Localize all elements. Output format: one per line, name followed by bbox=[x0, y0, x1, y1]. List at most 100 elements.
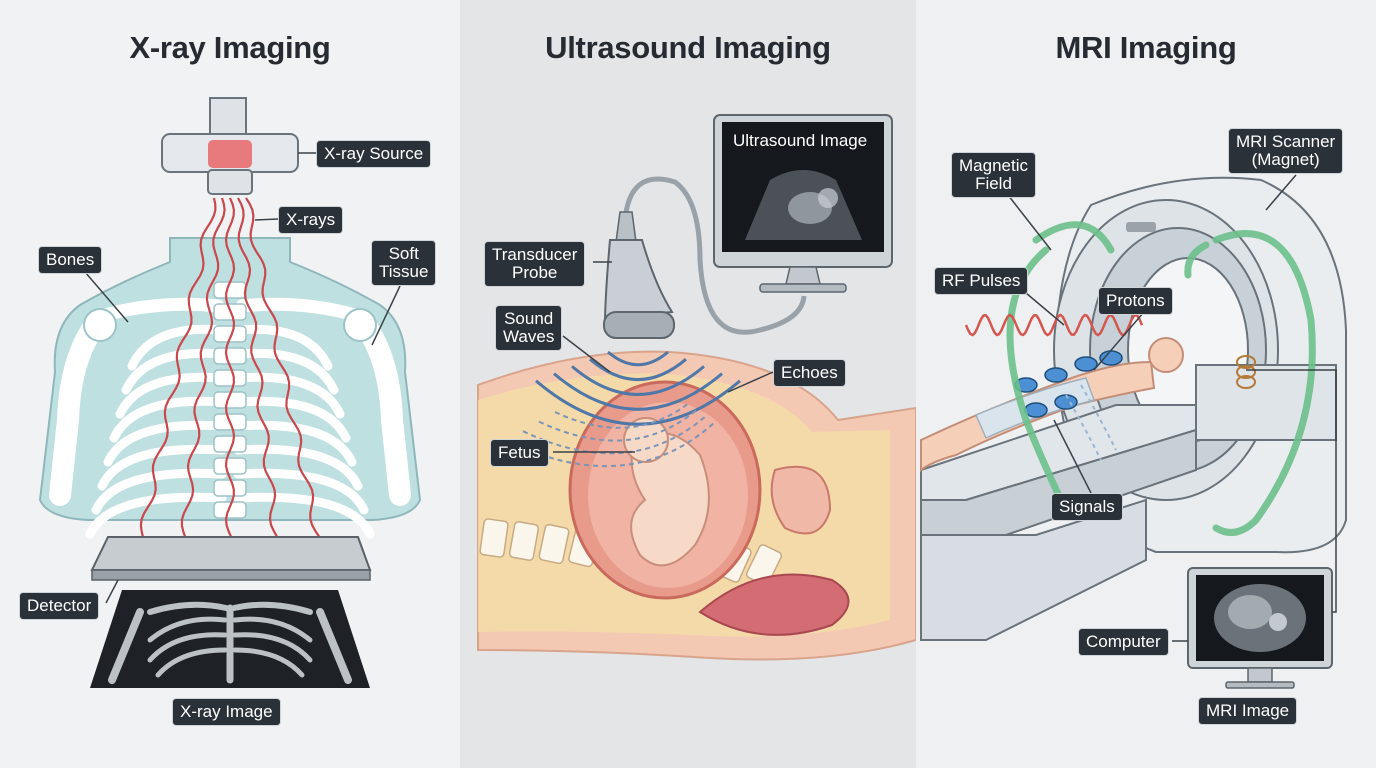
mri-rf-coil bbox=[1236, 355, 1256, 389]
xray-beam bbox=[237, 197, 283, 556]
vertebra bbox=[213, 347, 247, 365]
xray-beam bbox=[180, 197, 226, 556]
spine bbox=[213, 281, 247, 519]
rib-left bbox=[121, 348, 227, 395]
mri-scanner-label-line-1: MRI Scanner bbox=[1236, 132, 1336, 151]
us-probe-neck bbox=[615, 211, 637, 243]
mri-scanner-bed-extension bbox=[1195, 364, 1337, 441]
rib-right bbox=[233, 372, 345, 419]
xray-beam bbox=[139, 197, 217, 556]
mri-image-label: MRI Image bbox=[1198, 697, 1298, 725]
protons-label: Protons bbox=[1098, 287, 1173, 315]
xray-source-label: X-ray Source bbox=[316, 140, 432, 168]
right-clavicle bbox=[235, 297, 362, 322]
mri-scanner-label: MRI Scanner (Magnet) bbox=[1228, 128, 1344, 174]
rib-right bbox=[233, 420, 357, 467]
xray-source-emitter bbox=[208, 140, 252, 168]
mri-scan-organ bbox=[1269, 613, 1287, 631]
rib-right bbox=[233, 396, 351, 443]
sound-wave bbox=[589, 358, 687, 381]
mri-leader-lines bbox=[1007, 174, 1297, 642]
mri-panel: MRI Imaging bbox=[916, 0, 1376, 768]
sound-waves-label: Sound Waves bbox=[495, 305, 563, 351]
mri-scanner-slot bbox=[1126, 222, 1156, 232]
us-fetus-head bbox=[623, 417, 669, 463]
soft-tissue-label-line-1: Soft bbox=[388, 244, 419, 263]
xray-image-content bbox=[108, 601, 352, 684]
xray-panel: X-ray Imaging bbox=[0, 0, 460, 768]
mri-computer-stand bbox=[1247, 667, 1273, 683]
left-clavicle bbox=[98, 297, 225, 322]
proton bbox=[1099, 350, 1123, 366]
vertebra bbox=[213, 325, 247, 343]
left-shoulder-joint bbox=[83, 308, 117, 342]
xray-beam bbox=[245, 197, 327, 556]
us-probe-body bbox=[603, 239, 674, 320]
spine-segment bbox=[508, 521, 540, 561]
us-monitor-stand bbox=[785, 266, 821, 285]
proton bbox=[1024, 402, 1048, 418]
mri-computer-base bbox=[1225, 681, 1295, 689]
mri-computer-cable bbox=[1246, 369, 1337, 613]
us-monitor-base bbox=[759, 283, 847, 293]
xray-beams bbox=[131, 197, 329, 560]
xray-image-label: X-ray Image bbox=[172, 698, 281, 726]
rib-left bbox=[91, 468, 227, 515]
mri-table-pedestal bbox=[920, 498, 1147, 641]
rib-left bbox=[97, 444, 227, 491]
vertebra bbox=[213, 369, 247, 387]
sound-wave bbox=[571, 365, 705, 396]
mri-signal-lines bbox=[1065, 384, 1117, 461]
fetus-label: Fetus bbox=[490, 439, 549, 467]
rib-right bbox=[233, 324, 333, 371]
ultrasound-illustration bbox=[477, 114, 916, 661]
echo-wave bbox=[506, 420, 717, 468]
vertebra bbox=[213, 501, 247, 519]
us-sound-waves bbox=[535, 350, 741, 426]
rib-right bbox=[233, 444, 363, 491]
echo-wave bbox=[538, 409, 698, 442]
proton bbox=[1044, 367, 1068, 383]
mri-scanner-label-line-2: (Magnet) bbox=[1251, 150, 1320, 169]
rib-right bbox=[233, 468, 369, 515]
sound-waves-label-line-1: Sound bbox=[504, 309, 554, 328]
detector-plate bbox=[90, 536, 372, 571]
detector-edge bbox=[91, 569, 371, 581]
rib-cage bbox=[85, 324, 375, 539]
transducer-probe-label-line-1: Transducer bbox=[492, 245, 578, 264]
rf-pulses-label: RF Pulses bbox=[934, 267, 1029, 295]
rib-right bbox=[233, 492, 375, 539]
rib-left bbox=[109, 396, 227, 443]
xray-beam bbox=[224, 197, 236, 556]
soft-tissue-label-line-2: Tissue bbox=[379, 262, 429, 281]
us-probe-tip bbox=[603, 311, 675, 339]
proton bbox=[1054, 394, 1078, 410]
bones-label: Bones bbox=[38, 246, 103, 274]
sound-wave bbox=[553, 372, 723, 411]
proton bbox=[1074, 356, 1098, 372]
rib-right bbox=[233, 348, 339, 395]
mri-rf-pulse-wave bbox=[964, 313, 1144, 337]
rib-left bbox=[103, 420, 227, 467]
us-probe-cable bbox=[622, 176, 807, 335]
mri-scan-liver bbox=[1228, 595, 1272, 629]
us-leader-lines bbox=[553, 261, 774, 453]
mri-title: MRI Imaging bbox=[1055, 30, 1237, 65]
signals-label: Signals bbox=[1051, 493, 1123, 521]
ultrasound-image-label: Ultrasound Image bbox=[733, 131, 868, 150]
mri-patient-head bbox=[1148, 337, 1184, 373]
magnetic-field-label-line-1: Magnetic bbox=[959, 156, 1028, 175]
right-shoulder-joint bbox=[343, 308, 377, 342]
xrays-label: X-rays bbox=[278, 206, 344, 234]
us-bladder bbox=[770, 465, 832, 535]
xray-illustration bbox=[38, 97, 422, 688]
transducer-probe-label: Transducer Probe bbox=[484, 241, 586, 287]
magnetic-field-label: Magnetic Field bbox=[951, 152, 1036, 198]
spine-segment bbox=[479, 518, 509, 558]
ultrasound-title: Ultrasound Imaging bbox=[545, 30, 831, 65]
detector-label: Detector bbox=[19, 592, 100, 620]
xray-title: X-ray Imaging bbox=[129, 30, 331, 65]
us-bowel bbox=[698, 573, 850, 636]
transducer-probe-label-line-2: Probe bbox=[511, 263, 558, 282]
